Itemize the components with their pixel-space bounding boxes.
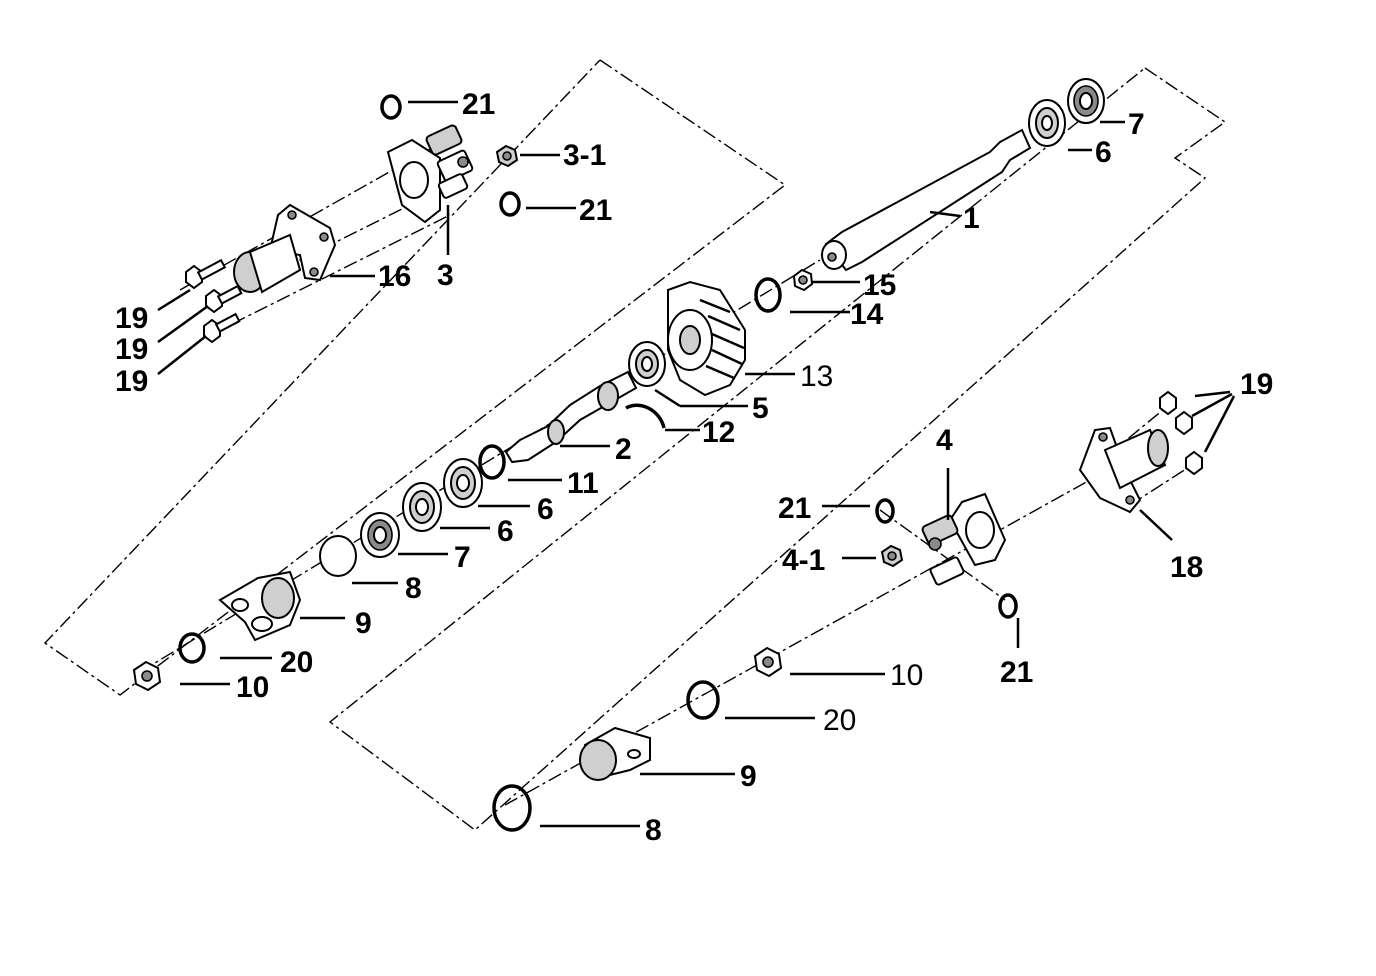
shaft-1 [821,128,1032,272]
label-3-1: 3-1 [563,139,606,172]
label-16: 16 [378,260,411,293]
nut-3-1 [495,144,519,168]
o-ring-21-b [499,191,521,217]
washer-20-right [686,680,720,720]
label-1: 1 [963,202,980,235]
o-ring-21-a [380,94,402,120]
yoke-9-right [579,726,651,781]
label-3: 3 [437,259,454,292]
label-19-b: 19 [115,333,148,366]
o-ring-21-c [875,498,895,524]
leader-lines [157,100,1236,828]
label-5: 5 [752,392,769,425]
label-6-c: 6 [497,515,514,548]
cap-8-right [492,784,532,832]
label-19-c: 19 [115,365,148,398]
label-21-b: 21 [579,194,612,227]
washer-20-left [178,632,206,664]
universal-joint-flange-4 [921,492,1007,586]
cap-8-center [319,535,357,577]
label-20-a: 20 [280,646,313,679]
label-15: 15 [863,269,896,302]
bearing-5 [628,341,666,387]
nut-10-left [132,660,162,692]
label-6-b: 6 [537,493,554,526]
label-7-a: 7 [1128,108,1145,141]
yoke-9-left [218,570,302,642]
bearing-6-upper [1028,99,1066,147]
label-19-a: 19 [115,302,148,335]
label-13: 13 [800,360,833,393]
o-ring-21-d [998,593,1018,619]
label-21-a: 21 [462,88,495,121]
seal-7-center [360,512,400,558]
nut-10-right [753,646,783,678]
boundary-center [328,67,1227,831]
label-9-b: 9 [740,760,757,793]
boundary-upper-left [43,59,787,696]
label-7-b: 7 [454,541,471,574]
label-21-c: 21 [778,492,811,525]
label-6-a: 6 [1095,136,1112,169]
label-8-b: 8 [645,814,662,847]
seal-7-upper [1067,78,1105,124]
label-11: 11 [567,467,599,500]
label-2: 2 [615,433,632,466]
nut-4-1 [880,544,904,568]
label-21-d: 21 [1000,656,1033,689]
bearing-6-center-a [443,458,483,508]
label-18: 18 [1170,551,1203,584]
label-19-d: 19 [1240,368,1273,401]
label-8-a: 8 [405,572,422,605]
label-10-a: 10 [236,671,269,704]
washer-11 [478,444,506,480]
label-12: 12 [702,416,735,449]
bolts-19-right [1159,390,1203,476]
cover-16 [233,203,337,294]
label-4-1: 4-1 [782,544,825,577]
label-20-b: 20 [823,704,856,737]
label-10-b: 10 [890,659,923,692]
washer-14 [754,277,782,313]
cover-18 [1078,426,1169,514]
bevel-gear-13 [667,280,746,397]
universal-joint-flange-3 [386,124,474,224]
label-14: 14 [850,298,884,331]
nut-15 [792,268,814,292]
label-4: 4 [936,424,953,457]
snap-ring-12 [625,403,666,429]
part-labels: 21 3-1 21 3 16 19 19 19 1 6 7 15 14 13 5… [115,88,1273,847]
label-9-a: 9 [355,607,372,640]
pinion-shaft-2 [504,370,638,464]
bearing-6-center-b [402,482,442,532]
